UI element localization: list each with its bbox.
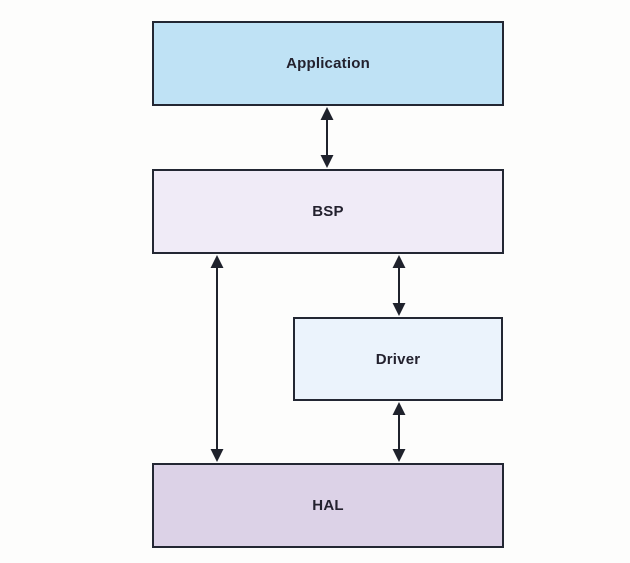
- bsp-layer-label: BSP: [312, 203, 344, 220]
- driver-layer-box: Driver: [293, 317, 503, 401]
- application-layer-box: Application: [152, 21, 504, 106]
- bsp-layer-box: BSP: [152, 169, 504, 254]
- hal-layer-box: HAL: [152, 463, 504, 548]
- application-layer-label: Application: [286, 55, 370, 72]
- hal-layer-label: HAL: [312, 497, 344, 514]
- driver-layer-label: Driver: [375, 350, 421, 368]
